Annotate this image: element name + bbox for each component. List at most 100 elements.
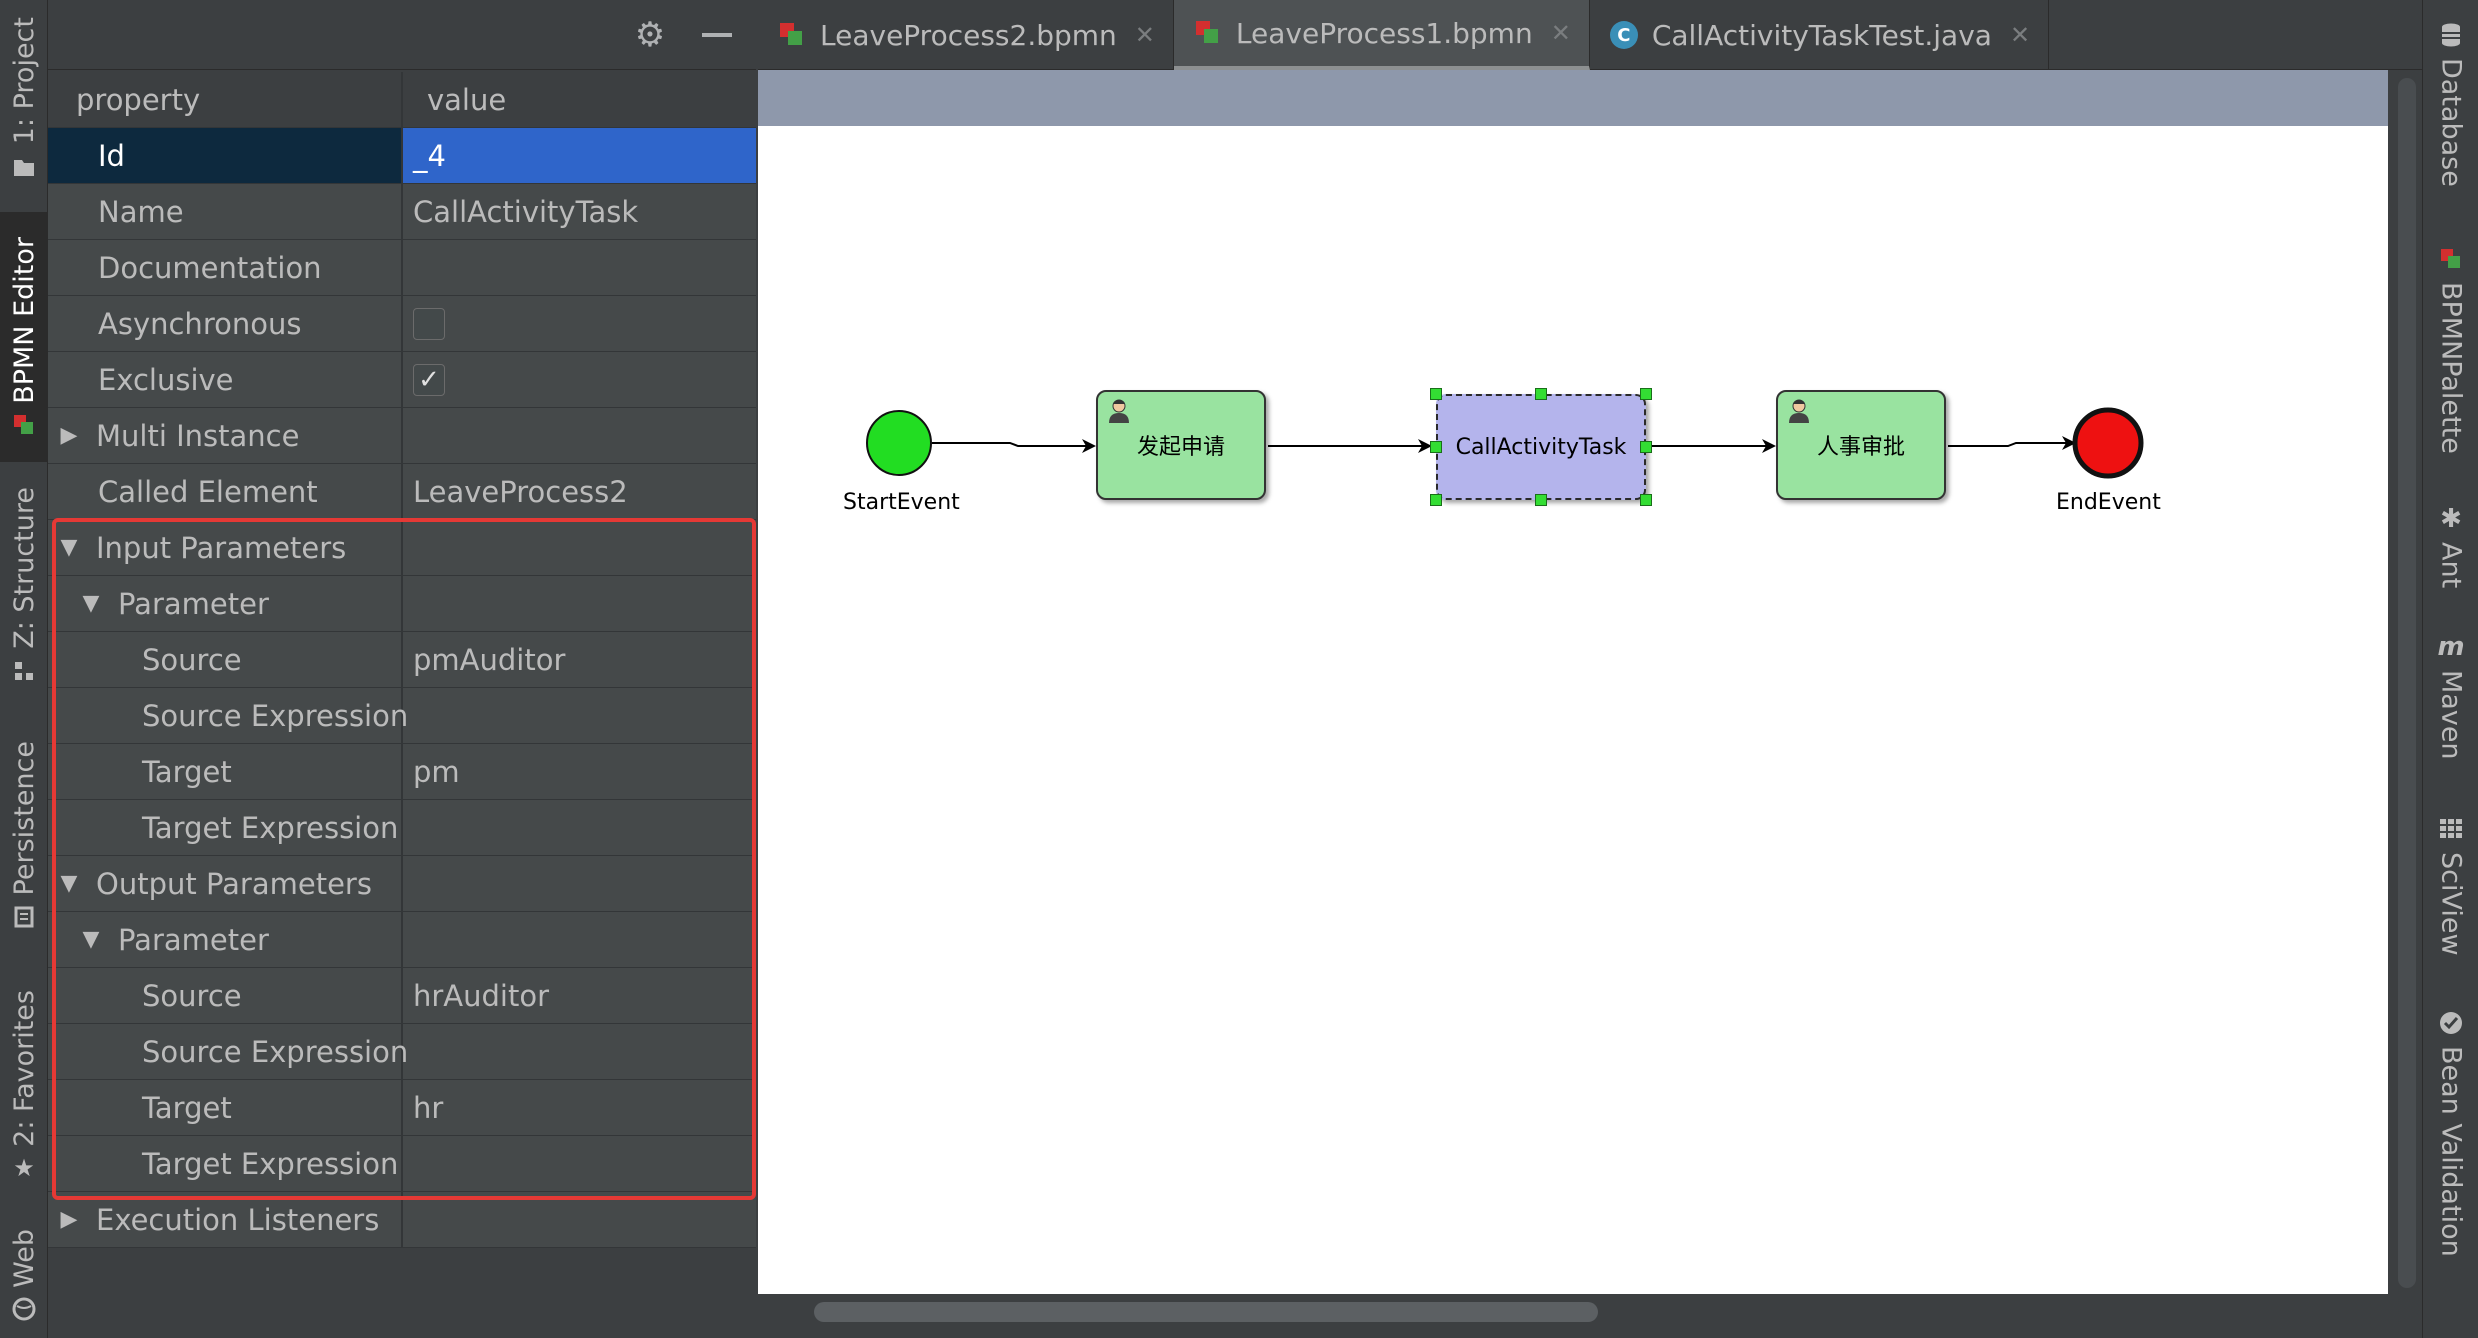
- diagram-connections: [866, 407, 2144, 479]
- property-row-input-target[interactable]: Target pm: [48, 744, 756, 800]
- tab-callactivitytasktest-java[interactable]: C CallActivityTaskTest.java ✕: [1590, 0, 2050, 70]
- property-value[interactable]: [403, 240, 756, 295]
- property-value[interactable]: _4: [403, 128, 756, 183]
- bean-validation-icon: [2436, 1008, 2466, 1038]
- resize-handle[interactable]: [1430, 441, 1442, 453]
- property-row-name[interactable]: Name CallActivityTask: [48, 184, 756, 240]
- tool-tab-persistence[interactable]: Persistence: [0, 730, 48, 940]
- property-row-input-source[interactable]: Source pmAuditor: [48, 632, 756, 688]
- property-row-output-target-expression[interactable]: Target Expression: [48, 1136, 756, 1192]
- close-icon[interactable]: ✕: [1134, 21, 1155, 49]
- call-activity-task[interactable]: CallActivityTask: [1436, 394, 1646, 500]
- property-value[interactable]: [403, 1136, 756, 1191]
- user-task-apply[interactable]: 发起申请: [1096, 390, 1266, 500]
- property-row-execution-listeners[interactable]: ▶ Execution Listeners: [48, 1192, 756, 1248]
- resize-handle[interactable]: [1535, 494, 1547, 506]
- property-row-input-target-expression[interactable]: Target Expression: [48, 800, 756, 856]
- property-value[interactable]: [403, 800, 756, 855]
- property-value[interactable]: [403, 912, 756, 967]
- collapse-arrow-icon[interactable]: ▼: [82, 591, 100, 616]
- property-value[interactable]: [403, 688, 756, 743]
- tool-tab-favorites[interactable]: 2: Favorites ★: [0, 980, 48, 1190]
- property-value[interactable]: CallActivityTask: [413, 194, 639, 229]
- minimize-icon[interactable]: [702, 33, 732, 37]
- property-value[interactable]: [403, 1024, 756, 1079]
- task-label: 发起申请: [1136, 435, 1225, 460]
- resize-handle[interactable]: [1535, 388, 1547, 400]
- tab-label: CallActivityTaskTest.java: [1651, 18, 1992, 52]
- tool-tab-ant[interactable]: ✱ Ant: [2423, 504, 2478, 588]
- sequence-flow[interactable]: [1948, 436, 2076, 450]
- property-value[interactable]: [403, 1192, 756, 1247]
- resize-handle[interactable]: [1430, 388, 1442, 400]
- property-value[interactable]: pm: [413, 754, 460, 789]
- property-value[interactable]: hr: [413, 1090, 444, 1125]
- property-row-called-element[interactable]: Called Element LeaveProcess2: [48, 464, 756, 520]
- property-key-label: Output Parameters: [96, 866, 372, 901]
- collapse-arrow-icon[interactable]: ▼: [60, 871, 78, 896]
- expand-arrow-icon[interactable]: ▶: [60, 1207, 78, 1232]
- property-row-id[interactable]: Id _4: [48, 128, 756, 184]
- asynchronous-checkbox[interactable]: [413, 307, 445, 340]
- tool-tab-sciview[interactable]: SciView: [2423, 814, 2478, 956]
- property-value[interactable]: LeaveProcess2: [413, 474, 628, 509]
- gear-icon[interactable]: ⚙: [634, 15, 666, 55]
- property-row-input-source-expression[interactable]: Source Expression: [48, 688, 756, 744]
- property-row-output-parameters[interactable]: ▼ Output Parameters: [48, 856, 756, 912]
- start-event[interactable]: [866, 410, 932, 476]
- tool-tab-label: Persistence: [8, 740, 40, 896]
- property-value[interactable]: [403, 408, 756, 463]
- property-row-multi-instance[interactable]: ▶ Multi Instance: [48, 408, 756, 464]
- vertical-scrollbar[interactable]: [2398, 78, 2416, 1288]
- sequence-flow[interactable]: [932, 439, 1096, 453]
- property-key: Source: [48, 968, 403, 1023]
- tool-tab-structure[interactable]: Z: Structure: [0, 480, 48, 690]
- property-value[interactable]: pmAuditor: [413, 642, 566, 677]
- tab-label: LeaveProcess1.bpmn: [1235, 16, 1533, 50]
- diagram-canvas[interactable]: StartEvent EndEvent 发起申请 CallActivityTas…: [758, 126, 2388, 1294]
- property-row-input-parameters[interactable]: ▼ Input Parameters: [48, 520, 756, 576]
- resize-handle[interactable]: [1640, 388, 1652, 400]
- property-key-label: Multi Instance: [96, 418, 300, 453]
- property-value[interactable]: [403, 856, 756, 911]
- property-row-documentation[interactable]: Documentation: [48, 240, 756, 296]
- collapse-arrow-icon[interactable]: ▼: [60, 535, 78, 560]
- property-row-output-parameter[interactable]: ▼ Parameter: [48, 912, 756, 968]
- tool-tab-database[interactable]: Database: [2423, 20, 2478, 187]
- checkmark-icon: ✓: [418, 364, 440, 395]
- property-row-output-source-expression[interactable]: Source Expression: [48, 1024, 756, 1080]
- horizontal-scrollbar[interactable]: [814, 1302, 1598, 1322]
- close-icon[interactable]: ✕: [2009, 21, 2031, 49]
- close-icon[interactable]: ✕: [1550, 19, 1571, 47]
- property-row-output-target[interactable]: Target hr: [48, 1080, 756, 1136]
- collapse-arrow-icon[interactable]: ▼: [82, 927, 100, 952]
- resize-handle[interactable]: [1430, 494, 1442, 506]
- property-value[interactable]: [403, 576, 756, 631]
- tab-leaveprocess2-bpmn[interactable]: LeaveProcess2.bpmn ✕: [758, 0, 1174, 70]
- resize-handle[interactable]: [1640, 494, 1652, 506]
- property-key: ▶ Multi Instance: [48, 408, 403, 463]
- property-row-output-source[interactable]: Source hrAuditor: [48, 968, 756, 1024]
- tool-tab-maven[interactable]: m Maven: [2423, 632, 2478, 760]
- property-value[interactable]: [403, 520, 756, 575]
- exclusive-checkbox[interactable]: ✓: [413, 363, 445, 396]
- tool-tab-bean-validation[interactable]: Bean Validation: [2423, 1008, 2478, 1257]
- property-key-label: Execution Listeners: [96, 1202, 380, 1237]
- tool-tab-project[interactable]: 1: Project: [0, 8, 48, 188]
- property-row-input-parameter[interactable]: ▼ Parameter: [48, 576, 756, 632]
- property-key: Source Expression: [48, 688, 408, 743]
- expand-arrow-icon[interactable]: ▶: [60, 423, 78, 448]
- tool-tab-web[interactable]: Web: [0, 1220, 48, 1330]
- property-row-asynchronous[interactable]: Asynchronous: [48, 296, 756, 352]
- property-value[interactable]: hrAuditor: [413, 978, 550, 1013]
- property-row-exclusive[interactable]: Exclusive ✓: [48, 352, 756, 408]
- tool-tab-bpmn-palette[interactable]: BPMNPalette: [2423, 244, 2478, 454]
- user-task-hr-approval[interactable]: 人事审批: [1776, 390, 1946, 500]
- tool-tab-bpmn-editor[interactable]: BPMN Editor: [0, 212, 48, 462]
- end-event[interactable]: [2072, 407, 2144, 479]
- tab-leaveprocess1-bpmn[interactable]: LeaveProcess1.bpmn ✕: [1173, 0, 1590, 70]
- column-header-value[interactable]: value: [427, 82, 507, 117]
- column-header-property[interactable]: property: [48, 72, 403, 127]
- resize-handle[interactable]: [1640, 441, 1652, 453]
- tool-tab-label: Database: [2435, 58, 2467, 187]
